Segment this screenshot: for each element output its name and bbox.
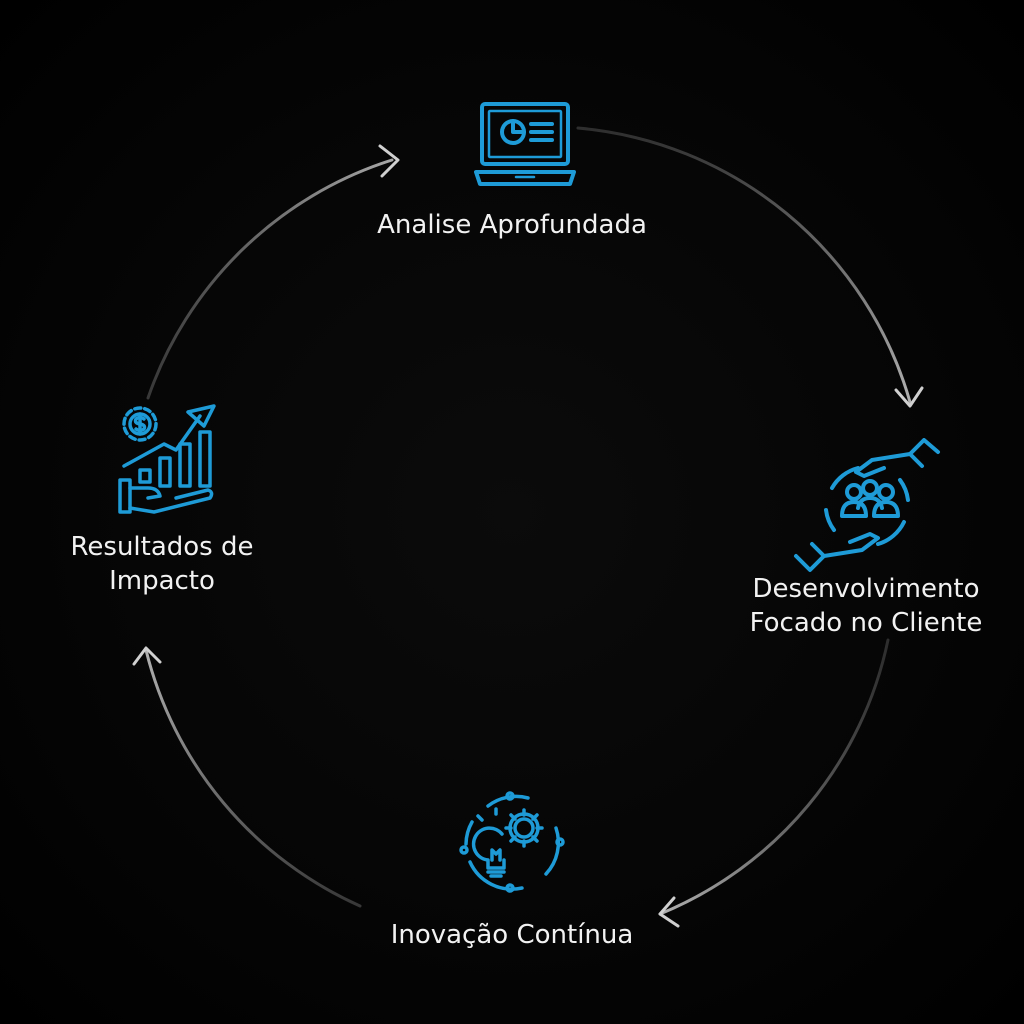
arrowhead-bottom [658,896,680,928]
node-label-inovacao: Inovação Contínua [390,920,634,950]
arrowhead-left [132,646,162,666]
arrow-left-to-top [146,158,394,400]
growth-chart-hand-icon [118,404,216,514]
hands-people-icon [794,438,940,572]
lightbulb-gear-icon [459,791,565,893]
arrow-bottom-to-left [144,648,362,908]
arrowhead-top [378,144,400,178]
arrowhead-right [894,386,924,408]
node-label-desenvolvimento: Desenvolvimento Focado no Cliente [749,574,983,638]
laptop-chart-icon [474,102,576,186]
node-label-resultados: Resultados de Impacto [70,532,254,596]
node-label-analise: Analise Aprofundada [377,210,647,240]
arrow-right-to-bottom [658,638,890,916]
arrow-top-to-right [576,126,912,404]
